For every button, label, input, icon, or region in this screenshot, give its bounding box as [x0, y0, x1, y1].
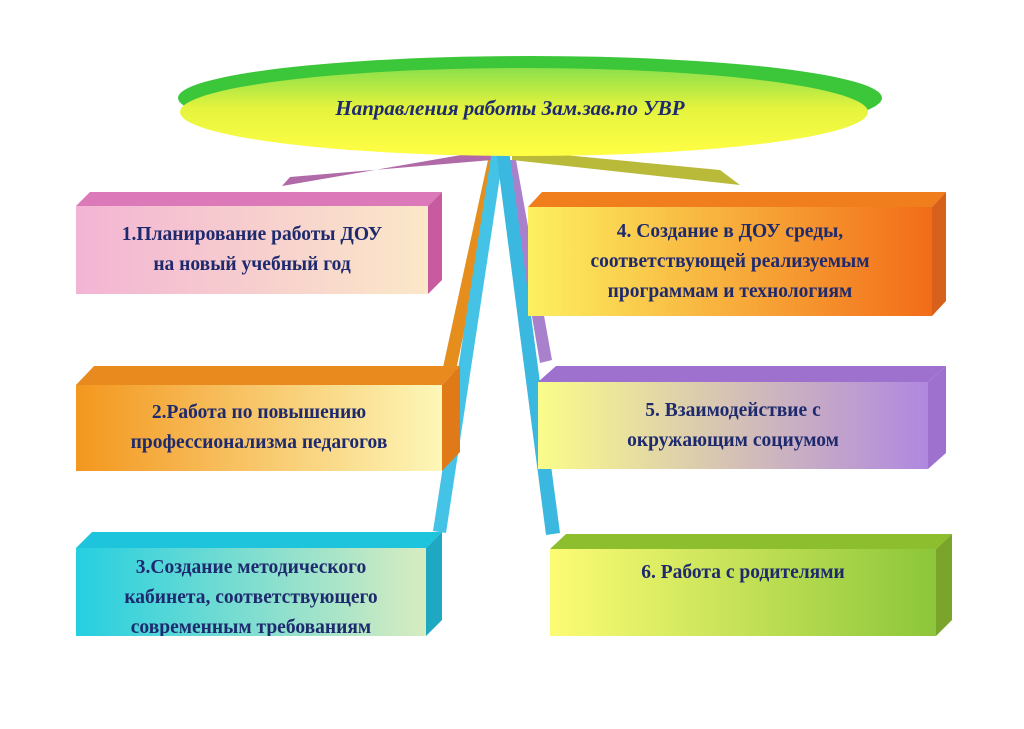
box2-line1: 2.Работа по повышению: [151, 402, 367, 423]
box2-side: [442, 366, 460, 471]
diagram-title: Направления работы Зам.зав.по УВР: [335, 95, 685, 120]
box3-text: 3.Создание методического кабинета, соотве…: [76, 553, 426, 636]
box4-line2: соответствующей реализуемым: [590, 250, 870, 272]
box4-line3: программам и технологиям: [607, 280, 853, 302]
connector-box1: [282, 150, 492, 186]
box1-side: [428, 192, 442, 294]
box3-line3: современным требованиям: [130, 617, 372, 636]
box5-line2: окружающим социумом: [627, 429, 839, 451]
connector-box3: [433, 150, 504, 533]
box2-face: [76, 385, 442, 471]
box4-top: [528, 192, 946, 207]
box2-top: [76, 366, 460, 385]
box3-face: [76, 548, 426, 636]
box3-line2: кабинета, соответствующего: [124, 587, 378, 608]
box5-text: 5. Взаимодействие с окружающим социумом: [538, 382, 928, 469]
box5-side: [928, 366, 946, 469]
box6-line1: 6. Работа с родителями: [641, 562, 845, 583]
box3-top: [76, 532, 442, 548]
box4-face: [528, 207, 932, 316]
box3-side: [426, 532, 442, 636]
box1-line1: 1.Планирование работы ДОУ: [121, 224, 383, 245]
box6-face: [550, 549, 936, 636]
box1-face: [76, 206, 428, 294]
box6-top: [550, 534, 952, 549]
box5-top: [538, 366, 946, 382]
box1-text: 1.Планирование работы ДОУ на новый учебны…: [76, 206, 428, 294]
box1-top: [76, 192, 442, 206]
box4-line1: 4. Создание в ДОУ среды,: [616, 220, 844, 242]
box6-text: 6. Работа с родителями: [550, 553, 936, 593]
connector-box4: [512, 150, 740, 185]
box1-line2: на новый учебный год: [153, 254, 351, 275]
title-ellipse: [180, 68, 868, 156]
box2-line2: профессионализма педагогов: [130, 432, 388, 453]
box6-side: [936, 534, 952, 636]
box2-text: 2.Работа по повышению профессионализма пе…: [76, 385, 442, 471]
box4-side: [932, 192, 946, 316]
box3-line1: 3.Создание методического: [135, 557, 367, 578]
box5-face: [538, 382, 928, 469]
box4-text: 4. Создание в ДОУ среды, соответствующей …: [528, 207, 932, 316]
box5-line1: 5. Взаимодействие с: [645, 399, 821, 421]
